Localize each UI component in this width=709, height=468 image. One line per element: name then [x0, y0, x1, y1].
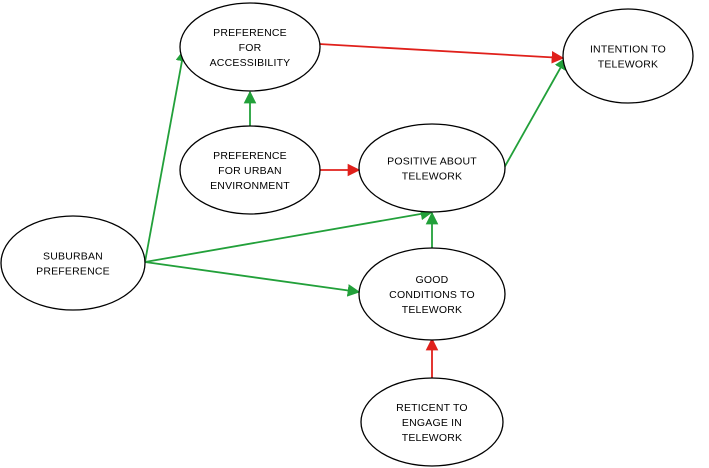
arrow-pref-accessibility-to-intention-telework — [318, 43, 565, 64]
node-pref-urban: PREFERENCE FOR URBAN ENVIRONMENT — [179, 125, 321, 215]
node-label-line: INTENTION TO — [590, 44, 666, 56]
node-ellipse — [179, 2, 321, 92]
node-positive-telework: POSITIVE ABOUT TELEWORK — [358, 123, 506, 213]
node-label-line: CONDITIONS TO — [389, 289, 475, 301]
node-ellipse — [179, 125, 321, 215]
node-ellipse — [358, 247, 506, 341]
node-label-line: TELEWORK — [402, 432, 463, 444]
node-label-line: GOOD — [416, 274, 449, 286]
node-suburban-pref: SUBURBAN PREFERENCE — [0, 215, 146, 311]
node-label-line: FOR URBAN — [218, 165, 282, 177]
node-ellipse — [360, 377, 504, 467]
node-label-line: TELEWORK — [598, 59, 659, 71]
arrow-positive-telework-to-intention-telework — [503, 56, 567, 169]
node-label-line: POSITIVE ABOUT — [387, 156, 477, 168]
node-reticent: RETICENT TO ENGAGE IN TELEWORK — [360, 377, 504, 467]
node-label-line: ENVIRONMENT — [210, 180, 290, 192]
node-label-line: TELEWORK — [402, 171, 463, 183]
arrow-suburban-pref-to-pref-accessibility — [144, 48, 189, 263]
node-ellipse — [358, 123, 506, 213]
node-ellipse — [562, 8, 694, 104]
arrow-suburban-pref-to-positive-telework — [144, 207, 434, 263]
node-pref-accessibility: PREFERENCE FOR ACCESSIBILITY — [179, 2, 321, 92]
node-label-line: ACCESSIBILITY — [210, 57, 291, 69]
nodes-layer: PREFERENCE FOR ACCESSIBILITY INTENTION TO TE… — [0, 2, 694, 467]
node-label-line: PREFERENCE — [213, 27, 287, 39]
node-good-conditions: GOOD CONDITIONS TO TELEWORK — [358, 247, 506, 341]
node-label-line: PREFERENCE — [36, 266, 110, 278]
node-label-line: FOR — [239, 42, 262, 54]
node-label-line: PREFERENCE — [213, 150, 287, 162]
arrow-suburban-pref-to-good-conditions — [144, 261, 361, 297]
edges-layer — [144, 43, 567, 378]
node-label-line: TELEWORK — [402, 304, 463, 316]
node-label-line: SUBURBAN — [43, 251, 103, 263]
node-intention-telework: INTENTION TO TELEWORK — [562, 8, 694, 104]
node-ellipse — [0, 215, 146, 311]
node-label-line: RETICENT TO — [396, 402, 468, 414]
node-label-line: ENGAGE IN — [402, 417, 462, 429]
